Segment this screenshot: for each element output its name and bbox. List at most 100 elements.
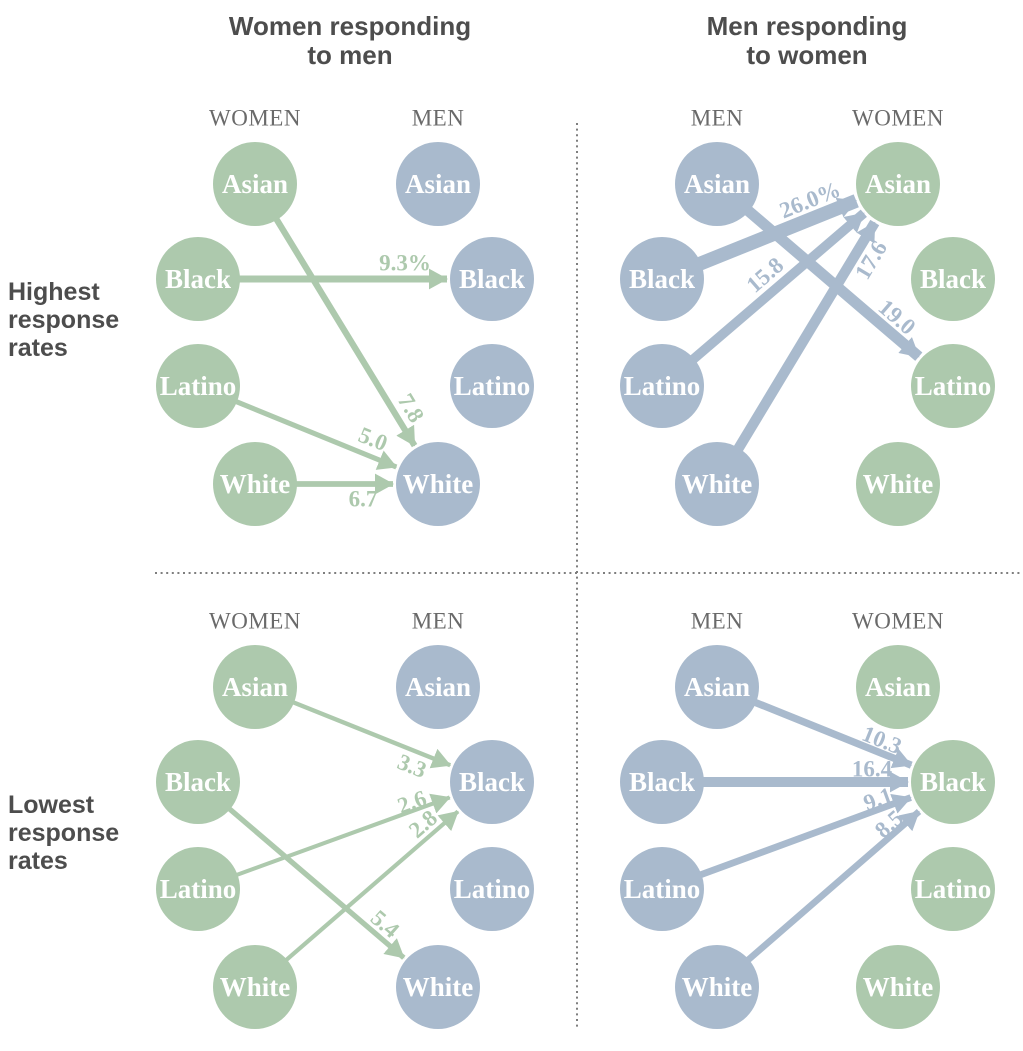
column-title-women-responding-to-men: Women responding to men bbox=[170, 12, 530, 70]
edge-arrow-women-to-men-highest-asian-to-white bbox=[252, 182, 418, 448]
node-label-women-black: Black bbox=[920, 264, 986, 294]
node-label-women-white: White bbox=[863, 972, 934, 1002]
node-circle-men-black bbox=[620, 740, 704, 824]
node-label-men-latino: Latino bbox=[624, 371, 701, 401]
node-circle-women-white bbox=[856, 945, 940, 1029]
column-header-men: MEN bbox=[691, 609, 744, 634]
edge-arrow-men-to-women-lowest-latino-to-black bbox=[660, 793, 912, 893]
node-circle-women-white bbox=[856, 442, 940, 526]
column-header-women: WOMEN bbox=[209, 609, 301, 634]
node-label-men-black: Black bbox=[629, 767, 695, 797]
edge-value-label-women-to-men-lowest-black-to-white: 5.4 bbox=[366, 905, 404, 943]
column-header-men: MEN bbox=[412, 106, 465, 131]
node-label-women-asian: Asian bbox=[222, 169, 288, 199]
node-circle-women-latino bbox=[911, 847, 995, 931]
node-circle-women-black bbox=[156, 237, 240, 321]
node-label-men-latino: Latino bbox=[454, 371, 531, 401]
node-circle-men-black bbox=[450, 237, 534, 321]
node-circle-men-asian bbox=[675, 142, 759, 226]
edge-arrow-men-to-women-highest-latino-to-asian bbox=[658, 209, 867, 390]
node-circle-men-black bbox=[620, 237, 704, 321]
node-label-women-asian: Asian bbox=[865, 672, 931, 702]
node-circle-men-latino bbox=[450, 344, 534, 428]
node-label-men-asian: Asian bbox=[405, 169, 471, 199]
node-circle-men-black bbox=[450, 740, 534, 824]
node-circle-women-latino bbox=[156, 847, 240, 931]
node-label-women-latino: Latino bbox=[160, 874, 237, 904]
node-label-women-asian: Asian bbox=[222, 672, 288, 702]
node-label-women-black: Black bbox=[165, 264, 231, 294]
node-circle-women-black bbox=[911, 237, 995, 321]
node-label-women-latino: Latino bbox=[915, 371, 992, 401]
node-label-men-latino: Latino bbox=[624, 874, 701, 904]
node-label-men-white: White bbox=[403, 469, 474, 499]
node-label-women-latino: Latino bbox=[160, 371, 237, 401]
row-label-line: rates bbox=[8, 847, 68, 875]
node-circle-men-asian bbox=[675, 645, 759, 729]
node-label-men-black: Black bbox=[629, 264, 695, 294]
node-label-men-black: Black bbox=[459, 767, 525, 797]
row-label-line: response bbox=[8, 306, 120, 334]
row-label-lowest-response-rates: Lowest response rates bbox=[8, 791, 178, 875]
node-label-men-white: White bbox=[403, 972, 474, 1002]
edge-value-label-women-to-men-highest-white-to-white: 6.7 bbox=[349, 487, 378, 512]
edge-arrow-men-to-women-highest-white-to-asian bbox=[712, 219, 880, 487]
node-circle-women-asian bbox=[213, 142, 297, 226]
node-label-women-white: White bbox=[220, 972, 291, 1002]
node-circle-men-latino bbox=[450, 847, 534, 931]
node-label-men-asian: Asian bbox=[684, 169, 750, 199]
node-circle-men-asian bbox=[396, 645, 480, 729]
node-circle-men-white bbox=[396, 945, 480, 1029]
node-circle-men-white bbox=[675, 442, 759, 526]
edge-arrow-women-to-men-lowest-latino-to-black bbox=[197, 793, 451, 891]
title-line: Men responding bbox=[706, 11, 908, 41]
column-header-men: MEN bbox=[412, 609, 465, 634]
column-header-women: WOMEN bbox=[852, 609, 944, 634]
edge-arrow-women-to-men-lowest-white-to-black bbox=[253, 809, 460, 989]
node-label-men-asian: Asian bbox=[405, 672, 471, 702]
node-circle-women-asian bbox=[856, 142, 940, 226]
node-circle-women-black bbox=[156, 740, 240, 824]
node-circle-women-latino bbox=[911, 344, 995, 428]
edge-arrow-women-to-men-lowest-black-to-white bbox=[196, 779, 406, 960]
title-line: Women responding bbox=[228, 11, 472, 41]
node-label-women-asian: Asian bbox=[865, 169, 931, 199]
column-header-men: MEN bbox=[691, 106, 744, 131]
edge-arrow-men-to-women-lowest-white-to-black bbox=[714, 809, 922, 990]
node-label-women-white: White bbox=[863, 469, 934, 499]
node-label-women-latino: Latino bbox=[915, 874, 992, 904]
node-circle-women-asian bbox=[213, 645, 297, 729]
row-label-line: rates bbox=[8, 334, 68, 362]
node-circle-women-black bbox=[911, 740, 995, 824]
node-circle-men-latino bbox=[620, 344, 704, 428]
node-circle-women-white bbox=[213, 442, 297, 526]
node-circle-men-latino bbox=[620, 847, 704, 931]
column-header-women: WOMEN bbox=[852, 106, 944, 131]
node-circle-men-asian bbox=[396, 142, 480, 226]
node-circle-men-white bbox=[675, 945, 759, 1029]
edge-value-label-men-to-women-highest-asian-to-latino: 19.0 bbox=[874, 294, 921, 339]
node-label-men-latino: Latino bbox=[454, 874, 531, 904]
edge-arrow-men-to-women-highest-asian-to-latino bbox=[713, 179, 923, 361]
node-circle-women-white bbox=[213, 945, 297, 1029]
node-circle-women-latino bbox=[156, 344, 240, 428]
row-label-line: Lowest bbox=[8, 791, 95, 819]
node-label-women-black: Black bbox=[920, 767, 986, 797]
edge-value-label-women-to-men-highest-black-to-black: 9.3% bbox=[379, 251, 431, 276]
node-label-men-black: Black bbox=[459, 264, 525, 294]
edge-value-label-men-to-women-highest-latino-to-asian: 15.8 bbox=[742, 252, 789, 297]
node-label-women-black: Black bbox=[165, 767, 231, 797]
node-label-men-asian: Asian bbox=[684, 672, 750, 702]
node-circle-men-white bbox=[396, 442, 480, 526]
node-label-women-white: White bbox=[220, 469, 291, 499]
row-label-line: response bbox=[8, 819, 120, 847]
title-line: to men bbox=[307, 40, 393, 70]
title-line: to women bbox=[746, 40, 868, 70]
row-label-highest-response-rates: Highest response rates bbox=[8, 278, 178, 362]
column-header-women: WOMEN bbox=[209, 106, 301, 131]
row-label-line: Highest bbox=[8, 278, 100, 306]
node-label-men-white: White bbox=[682, 972, 753, 1002]
edge-value-label-men-to-women-lowest-black-to-black: 16.4 bbox=[852, 757, 893, 782]
